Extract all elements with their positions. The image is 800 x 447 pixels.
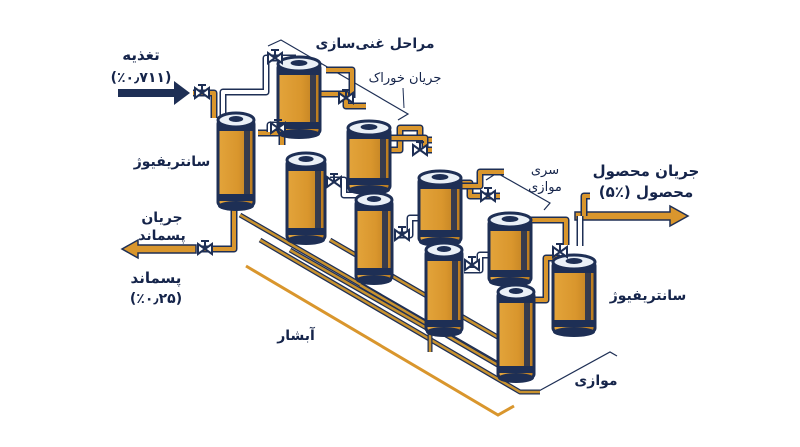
pipe-segment [582,194,590,216]
valve-4 [326,173,342,189]
centrifuge-shade [585,273,591,320]
centrifuge-shade [315,171,321,228]
label-waste-stream-line2: پسماند [138,228,186,244]
centrifuge-base [356,275,392,285]
pipe-segment [528,218,568,245]
valves [194,49,568,272]
label-product-stream-line1: جریان محصول [593,162,700,180]
label-product-stream-line2: محصول (٪۵) [599,183,694,201]
valve-1 [267,49,283,65]
centrifuge-shade [451,189,457,230]
centrifuge-band [498,366,534,373]
centrifuge-right [551,253,597,337]
centrifuge-left [216,111,256,211]
centrifuge-band [287,228,325,235]
centrifuge-base [278,129,320,139]
centrifuge-stage1-top [276,55,322,139]
centrifuge-base [426,327,462,337]
label-cascade: آبشار [276,326,316,344]
parallel-bracket [536,351,618,393]
stages-bracket [267,39,410,121]
centrifuge-units [216,55,597,383]
centrifuge-port [565,258,583,264]
centrifuge-shade [452,261,458,320]
centrifuge-port [298,156,314,162]
label-centrifuge-left: سانتریفیوژ [133,154,211,170]
centrifuge-base [287,235,325,245]
centrifuge-port [366,196,382,202]
centrifuge-port [501,216,519,222]
pipe-segment [388,136,432,152]
centrifuge-port [360,124,378,130]
valve-9 [552,243,568,259]
centrifuge-stage1-bottom [285,151,327,245]
label-series-line1: سری [531,163,559,178]
centrifuge-stage2-top [346,119,392,195]
centrifuge-stage2-bottom [354,191,394,285]
valve-8 [464,256,480,272]
label-feed-value: (٪۰٫۷۱۱) [111,70,172,86]
centrifuge-port [431,174,449,180]
valve-2 [338,89,354,105]
valve-7 [480,187,496,203]
label-waste-title: پسماند [131,269,182,288]
centrifuge-band [489,270,531,277]
centrifuge-base [498,373,534,383]
label-centrifuge-right: سانتریفیوژ [609,288,687,304]
centrifuge-base [553,327,595,337]
centrifuge-port [508,288,524,294]
centrifuge-port [290,60,308,66]
centrifuge-band [348,178,390,185]
centrifuge-band [553,320,595,327]
centrifuge-shade [380,139,386,178]
centrifuge-band [419,230,461,237]
centrifuge-band [278,122,320,129]
pipe-segment [326,68,354,98]
centrifuge-stage3-top [417,169,463,247]
centrifuge-shade [382,211,388,268]
centrifuge-shade [521,231,527,270]
label-parallel: موازی [574,373,617,389]
label-waste-value: (٪۰٫۲۵) [130,291,182,307]
centrifuge-stage4-top [487,211,533,287]
centrifuge-base [218,201,254,211]
manifold-line [259,238,540,394]
label-feed-stream: جریان خوراک [369,71,442,86]
centrifuge-shade [524,303,530,366]
product-arrow [574,204,690,228]
centrifuge-port [436,246,452,252]
pipe-segment [318,92,366,108]
valve-5 [412,141,428,157]
feed-arrow [118,81,190,105]
waste-valve [197,240,213,256]
feed-stream-leader [402,87,405,109]
label-waste-stream-line1: جریان [141,210,182,226]
feed-valve [194,84,210,100]
valve-3 [270,119,286,135]
label-feed-title: تغذیه [122,46,160,64]
centrifuge-stage4-bottom [496,283,536,383]
pipe-segment [458,170,504,188]
cascade-bracket [245,264,515,417]
label-series-line2: موازی [528,180,562,195]
waste-arrow [120,238,197,260]
centrifuge-stage3-bottom [424,241,464,337]
centrifuge-port [228,116,244,122]
centrifuge-band [356,268,392,275]
label-enrichment-stages: مراحل غنی‌سازی [316,36,435,52]
centrifuge-band [218,194,254,201]
valve-6 [394,226,410,242]
pipe-outline [528,216,570,245]
pipe-network [193,54,590,395]
centrifuge-shade [310,75,316,122]
centrifuge-shade [244,131,250,194]
centrifuge-band [426,320,462,327]
series-bracket [485,172,551,211]
